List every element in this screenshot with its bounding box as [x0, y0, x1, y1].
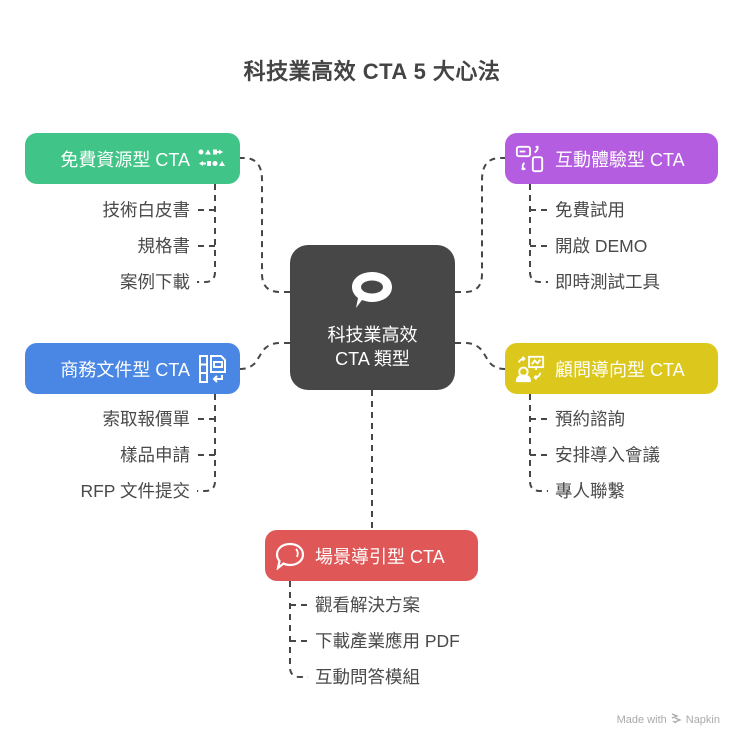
branch-free-resource[interactable]: 免費資源型 CTA [25, 133, 240, 184]
sub-item-free-resource-1[interactable]: 技術白皮書 [102, 200, 191, 220]
connector-center-interactive [455, 157, 505, 293]
footer-brand: Napkin [685, 714, 720, 726]
trunk-scenario [289, 581, 308, 678]
connector-center-free-resource [240, 157, 290, 293]
branch-scenario[interactable]: 場景導引型 CTA [265, 530, 478, 581]
branch-label: 免費資源型 CTA [60, 149, 190, 170]
sub-item-business-docs-1[interactable]: 索取報價單 [102, 409, 191, 429]
branch-label: 場景導引型 CTA [315, 546, 445, 567]
center-node[interactable]: 科技業高效 CTA 類型 [290, 245, 455, 390]
consultant-presentation-icon [515, 355, 545, 383]
branch-label: 顧問導向型 CTA [555, 359, 685, 380]
footer-text: Made with [616, 714, 667, 726]
sub-item-consulting-2[interactable]: 安排導入會議 [555, 445, 660, 465]
trunk-interactive [529, 184, 548, 283]
sub-item-business-docs-2[interactable]: 樣品申請 [120, 445, 190, 465]
branch-label: 商務文件型 CTA [60, 359, 190, 380]
center-label-line1: 科技業高效 [327, 325, 418, 345]
sub-item-interactive-1[interactable]: 免費試用 [555, 200, 625, 220]
footer-attribution[interactable]: Made with Napkin [617, 713, 720, 727]
sub-item-scenario-1[interactable]: 觀看解決方案 [315, 595, 420, 615]
trunk-business-docs [197, 394, 216, 492]
connector-center-business-docs [239, 342, 290, 370]
connector-center-consulting [455, 342, 506, 370]
chat-bubble-icon [275, 542, 305, 570]
trunk-consulting [529, 394, 548, 492]
sub-item-interactive-2[interactable]: 開啟 DEMO [555, 236, 648, 256]
branch-business-docs[interactable]: 商務文件型 CTA [25, 343, 240, 394]
speech-bubble-icon [349, 269, 395, 316]
sub-item-interactive-3[interactable]: 即時測試工具 [555, 272, 660, 292]
sub-item-free-resource-2[interactable]: 規格書 [137, 236, 191, 256]
shapes-exchange-icon [198, 145, 228, 173]
sub-item-scenario-2[interactable]: 下載產業應用 PDF [315, 631, 460, 651]
document-return-icon [198, 354, 228, 383]
branch-label: 互動體驗型 CTA [555, 149, 685, 170]
diagram-title: 科技業高效 CTA 5 大心法 [243, 59, 501, 84]
sub-item-free-resource-3[interactable]: 案例下載 [120, 272, 190, 292]
branch-consulting[interactable]: 顧問導向型 CTA [505, 343, 718, 394]
device-switch-icon [515, 145, 545, 173]
sub-item-consulting-3[interactable]: 專人聯繫 [555, 481, 625, 501]
sub-item-business-docs-3[interactable]: RFP 文件提交 [80, 481, 190, 501]
center-label-line2: CTA 類型 [335, 349, 410, 369]
sub-item-scenario-3[interactable]: 互動問答模組 [315, 667, 420, 687]
trunk-free-resource [197, 184, 216, 283]
sub-item-consulting-1[interactable]: 預約諮詢 [555, 409, 625, 429]
napkin-logo-icon [671, 713, 682, 727]
branch-interactive[interactable]: 互動體驗型 CTA [505, 133, 718, 184]
